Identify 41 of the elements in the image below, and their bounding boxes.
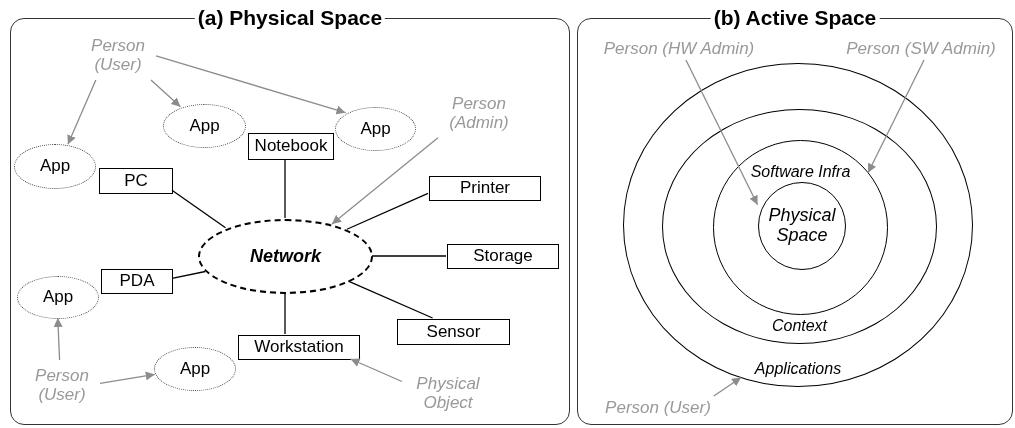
device-box: Storage (447, 244, 559, 269)
connector-line (284, 292, 286, 335)
actor-label: Person (User) (23, 361, 101, 411)
arrow (53, 317, 63, 361)
layer-label: Applications (753, 360, 843, 378)
app-ellipse: App (14, 144, 96, 189)
network-ellipse: Network (198, 219, 373, 294)
arrow (713, 376, 742, 397)
layer-ring (662, 109, 937, 344)
actor-label: Person (HW Admin) (584, 37, 774, 61)
connector-line (171, 189, 227, 229)
arrow (155, 55, 347, 115)
arrow (867, 59, 925, 174)
arrow (67, 79, 97, 145)
actor-label: Person (User) (79, 31, 157, 81)
actor-label: Person (SW Admin) (829, 37, 1013, 61)
actor-label: Person (Admin) (439, 89, 519, 139)
connector-line (346, 192, 429, 230)
connector-line (371, 255, 447, 257)
actor-label: Physical Object (403, 369, 493, 419)
arrow (349, 358, 403, 383)
app-ellipse: App (17, 276, 99, 319)
device-box: PC (99, 168, 173, 194)
connector-line (284, 158, 286, 219)
app-ellipse: App (154, 347, 236, 391)
device-box: Notebook (248, 133, 334, 160)
layer-label: Context (770, 317, 829, 335)
device-box: Printer (429, 176, 541, 201)
device-box: PDA (101, 269, 173, 294)
connector-line (171, 270, 206, 280)
app-ellipse: App (163, 104, 246, 148)
arrow (150, 79, 182, 108)
actor-label: Person (User) (591, 397, 725, 419)
arrow (685, 59, 759, 206)
arrow (331, 137, 439, 225)
arrow (99, 371, 156, 384)
device-box: Workstation (238, 335, 360, 360)
app-ellipse: App (335, 107, 416, 151)
connector-line (347, 280, 434, 319)
device-box: Sensor (397, 319, 510, 345)
layer-label: Software Infra (749, 163, 852, 181)
